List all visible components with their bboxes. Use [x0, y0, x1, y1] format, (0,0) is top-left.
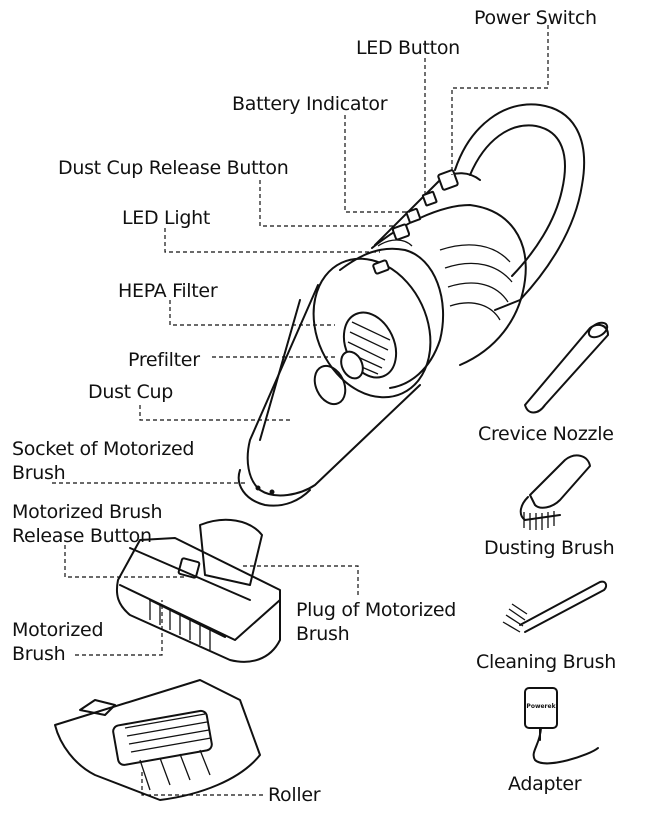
label-release-line1: Motorized Brush: [12, 501, 163, 523]
label-dust-cup: Dust Cup: [88, 381, 174, 403]
label-dust-cup-release-button: Dust Cup Release Button: [58, 157, 289, 179]
label-hepa-filter: HEPA Filter: [118, 280, 218, 302]
label-battery-indicator: Battery Indicator: [232, 93, 388, 115]
handheld-vacuum: [237, 103, 586, 507]
cleaning-brush-drawing: [502, 580, 608, 633]
label-crevice-nozzle: Crevice Nozzle: [478, 423, 614, 445]
label-dusting-brush: Dusting Brush: [484, 537, 615, 559]
brush-roller-plate: [54, 679, 261, 801]
label-motorized-line1: Motorized: [12, 619, 104, 641]
label-plug-of-motorized-brush: Plug of Motorized Brush: [296, 598, 456, 646]
label-prefilter: Prefilter: [128, 349, 200, 371]
label-roller: Roller: [268, 784, 321, 806]
label-cleaning-brush: Cleaning Brush: [476, 651, 616, 673]
adapter-drawing: [524, 687, 599, 765]
dusting-brush-drawing: [519, 454, 591, 530]
label-plug-line1: Plug of Motorized: [296, 599, 457, 621]
label-led-button: LED Button: [356, 37, 460, 59]
label-plug-line2: Brush: [296, 623, 350, 645]
leader-lines: [52, 25, 549, 796]
label-socket-line2: Brush: [12, 462, 66, 484]
label-socket-line1: Socket of Motorized: [12, 438, 195, 460]
label-release-line2: Release Button: [12, 525, 152, 547]
label-motorized-line2: Brush: [12, 643, 66, 665]
label-led-light: LED Light: [122, 207, 210, 229]
label-power-switch: Power Switch: [474, 7, 597, 29]
label-motorized-brush-release-button: Motorized Brush Release Button: [12, 500, 163, 548]
crevice-nozzle-drawing: [524, 321, 609, 414]
label-motorized-brush: Motorized Brush: [12, 618, 104, 666]
adapter-logo: Powerek: [526, 703, 556, 710]
label-adapter: Adapter: [508, 773, 582, 795]
label-socket-of-motorized-brush: Socket of Motorized Brush: [12, 437, 195, 485]
